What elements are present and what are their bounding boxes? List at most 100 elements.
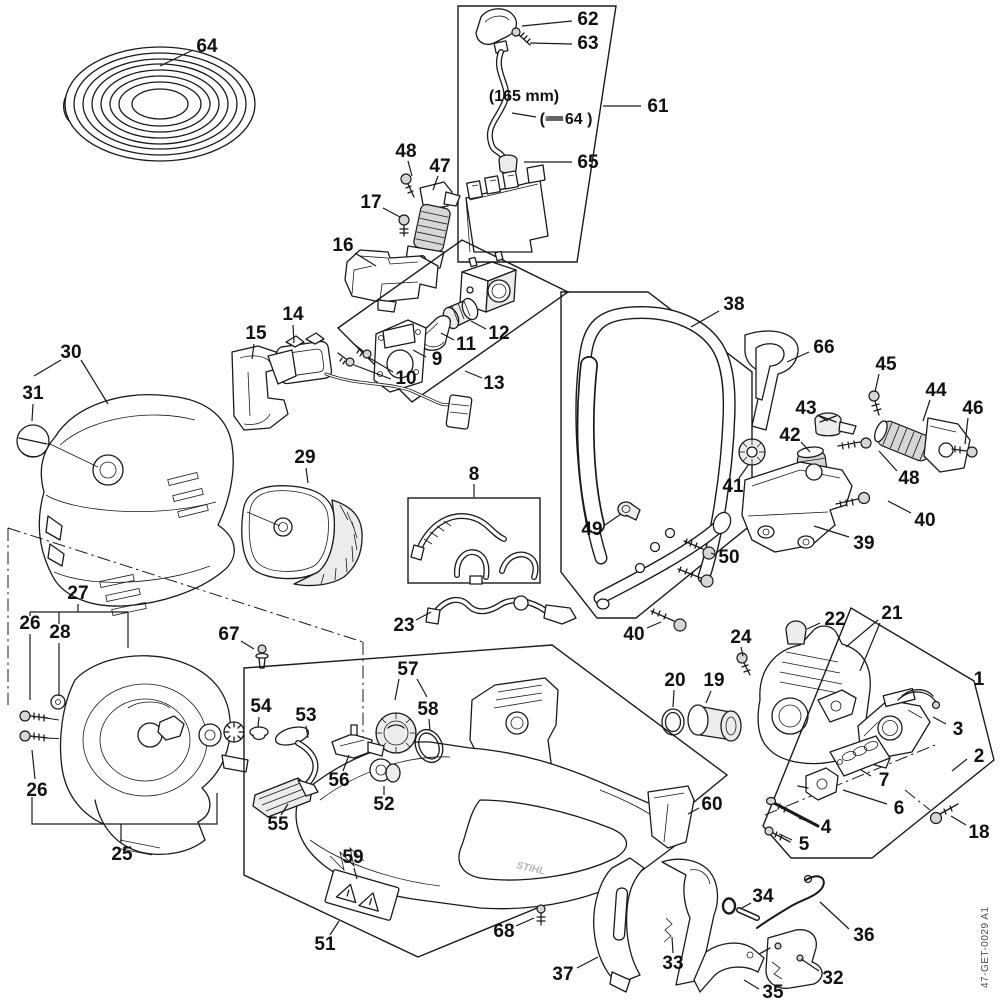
boot-screw [511, 27, 531, 46]
leader-line-7 [860, 769, 872, 777]
part-label-20: 20 [664, 670, 685, 691]
leader-line-13 [464, 370, 483, 379]
part-label-24: 24 [730, 627, 752, 648]
screws-26-washer-28 [19, 694, 66, 742]
leader-line-48 [407, 160, 413, 177]
leader-line-18 [950, 815, 967, 826]
part-label-27: 27 [67, 583, 88, 604]
av-spring-44 [874, 417, 971, 473]
part-label-13: 13 [483, 373, 504, 394]
part-label-1: 1 [974, 669, 985, 690]
part-label-54: 54 [250, 696, 272, 717]
part-label-11: 11 [456, 334, 477, 355]
leader-line-2 [951, 758, 968, 772]
group-box-8 [407, 497, 541, 585]
part-label-19: 19 [703, 670, 724, 691]
twist-lock-knob-31 [16, 424, 99, 468]
part-label-53: 53 [295, 705, 316, 726]
part-label-165mm: (165 mm) [489, 88, 559, 105]
wire-connector [445, 394, 473, 430]
screw-50 [683, 538, 716, 560]
part-label-44: 44 [925, 380, 947, 401]
part-label-34: 34 [752, 886, 774, 907]
part-label-49: 49 [581, 519, 602, 540]
air-filter-29 [241, 485, 363, 587]
star-washer-41 [738, 438, 766, 466]
deflector-66 [744, 330, 799, 431]
part-label-58: 58 [417, 699, 438, 720]
part-label-22: 22 [824, 609, 845, 630]
part-label-68: 68 [493, 921, 514, 942]
leader-line-54 [257, 716, 260, 728]
leader-line-62 [521, 20, 573, 27]
leader-line-68 [515, 917, 535, 927]
leader-line-21 [859, 622, 881, 672]
bracket-25 [31, 793, 218, 843]
part-label-42: 42 [779, 425, 800, 446]
leader-line-64 [159, 49, 194, 67]
screw-50b [677, 566, 714, 588]
leader-line-42 [800, 441, 811, 453]
leader-line-38 [690, 310, 720, 328]
handle-molding-33 [661, 858, 719, 986]
part-label-64: (➖64 ) [540, 111, 593, 128]
leader-line-12 [470, 320, 487, 330]
leader-line-40 [646, 621, 662, 629]
ring-20 [661, 708, 685, 736]
part-label-14: 14 [282, 304, 304, 325]
leader-line-47 [432, 175, 439, 191]
fuel-cap-57 [375, 712, 417, 754]
leader-line-46 [964, 417, 969, 445]
screw-17 [398, 214, 410, 237]
part-label-40: 40 [623, 624, 644, 645]
leader-line-19 [705, 690, 712, 704]
part-label-8: 8 [469, 464, 480, 485]
leader-line-51 [329, 920, 340, 936]
part-label-32: 32 [822, 968, 843, 989]
part-label-28: 28 [49, 622, 70, 643]
bracket-15 [231, 345, 297, 431]
trigger-interlock-32 [751, 929, 823, 989]
spark-plug-boot [475, 8, 518, 54]
part-label-4: 4 [821, 817, 832, 838]
part-label-5: 5 [799, 834, 810, 855]
part-label-31: 31 [22, 383, 44, 404]
leader-line-45 [874, 373, 880, 393]
leader-line-56 [342, 754, 350, 772]
leader-line-48 [878, 450, 898, 472]
leader-line-3 [932, 716, 947, 725]
o-ring-58 [414, 728, 444, 764]
part-label-9: 9 [432, 349, 443, 370]
leader-line-57 [416, 678, 428, 698]
hose-grommet [498, 154, 518, 174]
leader-line-11 [440, 332, 455, 341]
part-label-18: 18 [968, 822, 989, 843]
part-label-51: 51 [314, 934, 336, 955]
leader-line-10 [353, 364, 392, 380]
leader-line-39 [813, 525, 850, 538]
fuel-line-coil [63, 46, 256, 162]
rod-4 [765, 796, 820, 828]
leader-line-29 [305, 467, 309, 484]
part-label-50: 50 [718, 547, 739, 568]
leader-line-9 [412, 349, 427, 358]
part-label-41: 41 [722, 476, 744, 497]
part-label-48: 48 [898, 468, 919, 489]
screw-46 [951, 445, 978, 458]
leader-line-64 [511, 112, 537, 118]
part-label-52: 52 [373, 794, 394, 815]
screw-24 [736, 652, 751, 676]
cap-43 [814, 412, 857, 437]
part-label-30: 30 [60, 342, 81, 363]
hose-23 [425, 595, 577, 625]
leader-line-21 [845, 619, 879, 648]
leader-line-32 [800, 958, 820, 972]
leader-line-60 [687, 807, 700, 815]
part-label-26: 26 [19, 613, 40, 634]
tank-housing: STIHL [295, 677, 685, 921]
group-box-1 [762, 606, 995, 859]
fuel-filter-55 [252, 777, 319, 818]
part-label-64: 64 [196, 36, 218, 57]
part-label-48: 48 [395, 141, 416, 162]
